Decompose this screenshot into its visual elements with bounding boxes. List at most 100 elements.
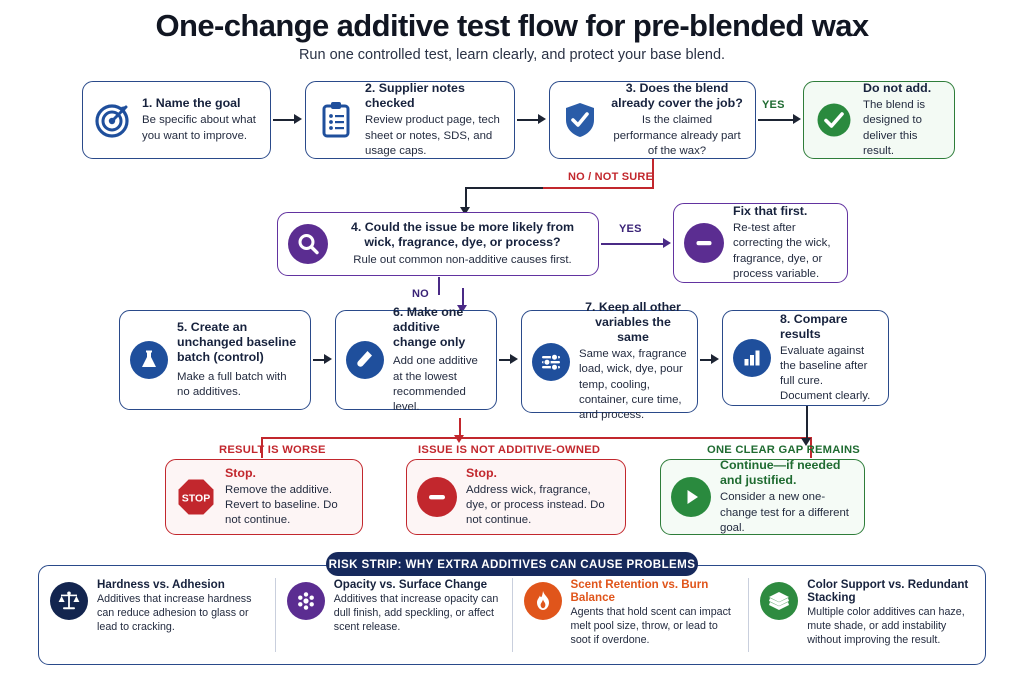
flask-icon [130,341,168,379]
node-continue[interactable]: Continue—if needed and justified. Consid… [660,458,865,535]
arrowhead-step3-donotadd [793,114,801,124]
connector-notsure-left-red [541,187,654,189]
node-stop-result-worse-title: Stop. [225,465,256,480]
no-entry-icon [417,477,457,517]
arrowhead-step5-step6 [324,354,332,364]
layers-icon [760,582,799,620]
target-icon [93,100,133,140]
risk-item-color-title: Color Support vs. Redundant Stacking [807,578,969,604]
magnifier-icon [288,224,328,264]
node-continue-body: Consider a new one-change test for a dif… [720,491,849,534]
risk-item-opacity[interactable]: Opacity vs. Surface Change Additives tha… [274,578,512,652]
risk-item-color[interactable]: Color Support vs. Redundant Stacking Mul… [748,578,985,652]
node-step4-body: Rule out common non-additive causes firs… [353,253,572,266]
node-stop-not-additive-title: Stop. [466,465,497,480]
connector-label-no-not-sure: NO / NOT SURE [568,171,654,183]
risk-strip-heading: RISK STRIP: WHY EXTRA ADDITIVES CAN CAUS… [326,552,698,576]
page-title: One-change additive test flow for pre-bl… [155,8,870,43]
risk-item-scent[interactable]: Scent Retention vs. Burn Balance Agents … [511,578,749,652]
clipboard-list-icon [316,100,356,140]
page-subtitle: Run one controlled test, learn clearly, … [298,47,726,63]
arrowhead-step4-fixfirst [663,238,671,248]
connector-label-no-step4: NO [412,288,429,300]
scales-icon [50,582,88,620]
node-step7-title: 7. Keep all other variables the same [585,299,681,345]
connector-bus-right-down [810,437,812,458]
risk-item-opacity-body: Additives that increase opacity can dull… [333,593,499,634]
node-step8[interactable]: 8. Compare results Evaluate against the … [722,310,889,406]
connector-step1-step2 [273,119,296,121]
node-step3-title: 3. Does the blend already cover the job? [611,81,743,111]
node-step8-title: 8. Compare results [780,311,848,341]
connector-step5-step6 [313,359,326,361]
node-stop-not-additive[interactable]: Stop. Address wick, fragrance, dye, or p… [406,459,626,535]
connector-label-yes-step3: YES [762,99,785,111]
sliders-icon [532,342,570,381]
connector-step3-donotadd [758,119,795,121]
node-step5-title: 5. Create an unchanged baseline batch (c… [177,319,297,364]
risk-item-hardness-title: Hardness vs. Adhesion [97,578,225,591]
node-do-not-add-title: Do not add. [863,81,932,96]
connector-step4-fixfirst [601,243,665,245]
node-step4-title: 4. Could the issue be more likely from w… [350,220,575,250]
outcome-label-result-worse: RESULT IS WORSE [219,444,326,456]
outcome-label-one-clear-gap: ONE CLEAR GAP REMAINS [707,444,860,456]
arrowhead-step4-no [457,305,467,313]
node-step3-body: Is the claimed performance already part … [613,114,741,157]
node-step1-title: 1. Name the goal [142,96,241,111]
node-fix-that-first-title: Fix that first. [733,204,808,219]
connector-step4-no-down-b [462,288,464,308]
node-step5-body: Make a full batch with no additives. [177,371,287,399]
connector-notsure-left-dark [465,187,543,189]
risk-item-hardness[interactable]: Hardness vs. Adhesion Additives that inc… [39,578,275,652]
dots-cluster-icon [286,582,325,620]
arrowhead-step2-step3 [538,114,546,124]
node-fix-that-first[interactable]: Fix that first. Re-test after correcting… [673,203,848,283]
node-stop-not-additive-body: Address wick, fragrance, dye, or process… [466,483,605,527]
node-fix-that-first-body: Re-test after correcting the wick, fragr… [733,222,831,280]
node-do-not-add-body: The blend is designed to deliver this re… [863,99,926,157]
connector-outcome-bus [261,437,810,439]
risk-item-color-body: Multiple color additives can haze, mute … [807,606,965,647]
connector-step3-down [652,159,654,188]
node-step6-title: 6. Make one additive change only [393,305,466,350]
svg-text:STOP: STOP [182,493,210,505]
play-circle-icon [671,477,711,517]
node-step2[interactable]: 2. Supplier notes checked Review product… [305,81,515,159]
node-step1[interactable]: 1. Name the goal Be specific about what … [82,81,271,159]
node-step8-body: Evaluate against the baseline after full… [780,344,871,403]
node-step6-body: Add one additive at the lowest recommend… [393,355,478,413]
node-step6[interactable]: 6. Make one additive change only Add one… [335,305,497,413]
node-step7[interactable]: 7. Keep all other variables the same Sam… [521,300,698,421]
risk-strip-panel: Hardness vs. Adhesion Additives that inc… [38,565,986,665]
node-step1-body: Be specific about what you want to impro… [142,114,256,142]
risk-item-hardness-body: Additives that increase hardness can red… [97,593,252,634]
node-stop-result-worse[interactable]: STOP Stop. Remove the additive. Revert t… [165,459,363,535]
outcome-label-issue-not-additive: ISSUE IS NOT ADDITIVE-OWNED [418,444,601,456]
stop-sign-icon: STOP [176,477,216,517]
risk-item-scent-body: Agents that hold scent can impact melt p… [570,606,731,647]
risk-item-scent-title: Scent Retention vs. Burn Balance [570,578,709,604]
arrowhead-step1-step2 [294,114,302,124]
shield-check-icon [560,100,600,140]
node-step3[interactable]: 3. Does the blend already cover the job?… [549,81,756,159]
node-do-not-add[interactable]: Do not add. The blend is designed to del… [803,81,955,159]
connector-step8-down [806,406,808,442]
node-step5[interactable]: 5. Create an unchanged baseline batch (c… [119,310,311,410]
connector-label-yes-step4: YES [619,223,642,235]
node-step2-title: 2. Supplier notes checked [365,81,465,111]
node-continue-title: Continue—if needed and justified. [720,458,841,488]
connector-notsure-down [465,187,467,210]
arrowhead-bus-mid [454,435,464,443]
risk-item-opacity-title: Opacity vs. Surface Change [333,578,488,591]
connector-bus-left-down [261,437,263,458]
arrowhead-notsure-step4 [460,207,470,215]
connector-bus-mid-up [459,418,461,437]
flame-icon [523,582,562,620]
arrowhead-step8-down [801,438,811,446]
arrowhead-step7-step8 [711,354,719,364]
check-circle-icon [814,100,854,140]
node-step4[interactable]: 4. Could the issue be more likely from w… [277,212,599,276]
connector-step7-step8 [700,359,713,361]
